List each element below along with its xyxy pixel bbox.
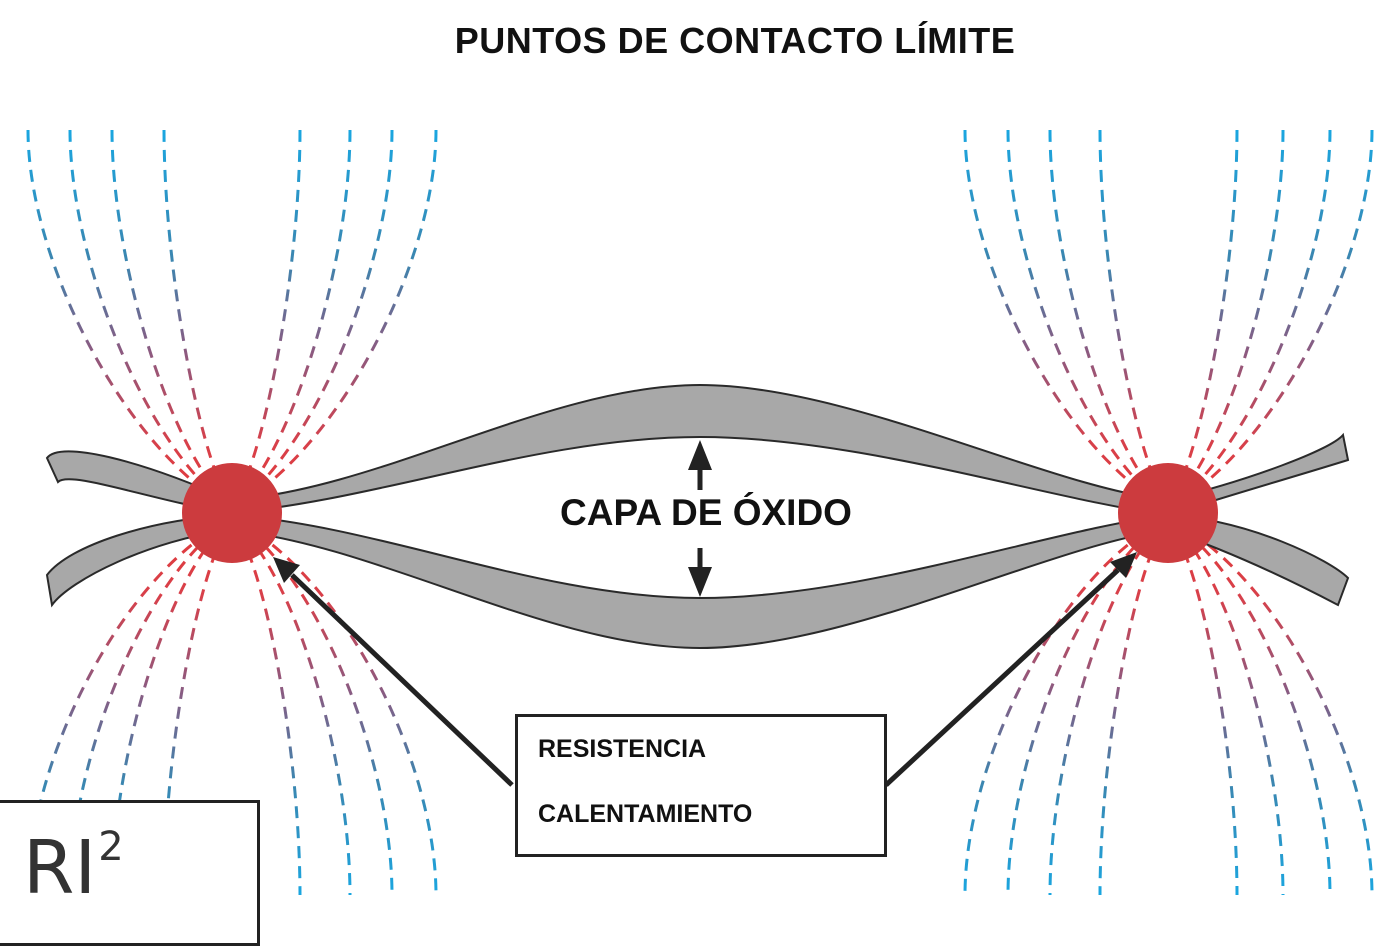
field-line-upper: [26, 129, 209, 495]
field-line-upper: [110, 129, 219, 494]
formula-exponent: 2: [98, 824, 124, 870]
field-line-upper: [1006, 129, 1150, 495]
formula-base: RI: [23, 825, 97, 911]
field-line-upper: [1186, 129, 1332, 495]
field-line-lower: [245, 532, 352, 896]
pointer-arrow-left: [290, 573, 514, 787]
field-line-lower: [963, 531, 1145, 896]
oxide-layer-label: CAPA DE ÓXIDO: [560, 492, 852, 533]
contact-point-left: [182, 463, 282, 563]
field-line-lower: [162, 532, 226, 896]
field-line-upper: [68, 129, 214, 495]
oxide-arrow-down-head: [688, 567, 712, 597]
pointer-arrow-right: [884, 568, 1120, 787]
resistance-label: RESISTENCIA: [538, 735, 707, 763]
lower-surface: [45, 513, 1350, 650]
field-line-lower: [1191, 531, 1374, 896]
heating-label: CALENTAMIENTO: [538, 800, 753, 828]
field-line-lower: [1180, 532, 1285, 896]
contact-point-right: [1118, 463, 1218, 563]
field-line-lower: [238, 532, 302, 896]
field-line-lower: [1174, 532, 1239, 896]
field-line-lower: [1006, 531, 1150, 896]
oxide-thickness-arrows: [688, 440, 712, 597]
field-line-upper: [238, 129, 302, 494]
diagram-title: PUNTOS DE CONTACTO LÍMITE: [454, 20, 1016, 61]
field-line-upper: [244, 129, 352, 494]
conductor-surfaces: [45, 383, 1350, 650]
field-line-upper: [162, 129, 226, 494]
field-line-upper: [1180, 129, 1285, 494]
field-line-upper: [1191, 129, 1374, 495]
pointer-arrow-left-head: [273, 557, 300, 583]
field-line-lower: [1098, 532, 1162, 896]
field-line-upper: [1048, 129, 1156, 494]
field-line-upper: [255, 129, 438, 495]
pointer-arrows: [273, 552, 1137, 787]
field-line-upper: [1098, 129, 1162, 494]
formula-text: RI2: [23, 827, 124, 905]
field-line-lower: [250, 531, 394, 896]
field-line-upper: [1174, 129, 1239, 494]
field-line-upper: [250, 129, 394, 495]
oxide-arrow-up-head: [688, 440, 712, 470]
info-box: RESISTENCIA CALENTAMIENTO: [515, 714, 887, 857]
field-line-upper: [963, 129, 1145, 495]
upper-surface: [45, 383, 1350, 517]
formula-box: RI2: [0, 800, 260, 946]
field-line-lower: [1186, 531, 1332, 896]
field-line-lower: [1048, 532, 1155, 896]
pointer-arrow-right-head: [1110, 552, 1137, 578]
